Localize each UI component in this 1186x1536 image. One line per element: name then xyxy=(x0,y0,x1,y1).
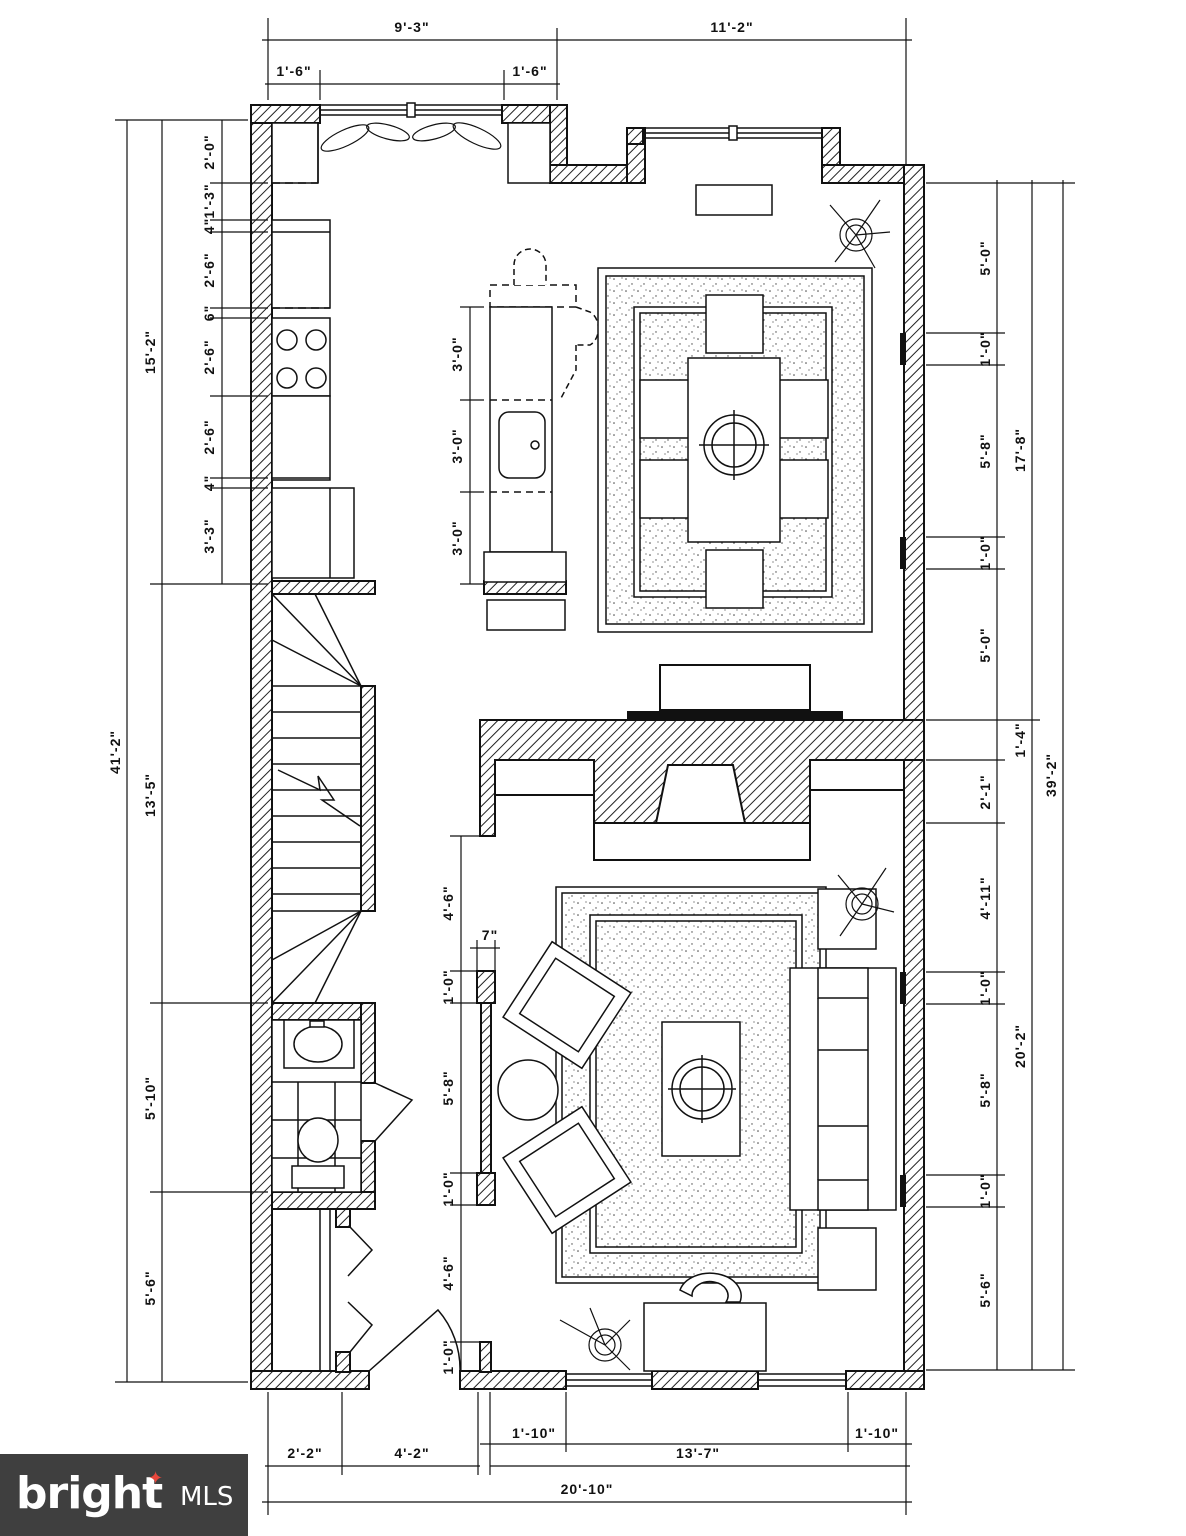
powder-room xyxy=(271,1019,414,1193)
dim-kitchen-5: 6" xyxy=(201,305,217,321)
dim-bottom-door: 4'-2" xyxy=(394,1445,429,1461)
front-windows xyxy=(565,1373,847,1387)
dim-kitchen-9: 3'-3" xyxy=(201,518,217,553)
dim-island-3: 3'-0" xyxy=(449,520,465,555)
dim-dining-2: 1'-0" xyxy=(977,331,993,366)
logo-suffix: MLS xyxy=(180,1482,234,1512)
living-room xyxy=(497,886,897,1372)
dim-right-living: 20'-2" xyxy=(1012,1024,1028,1068)
dim-right-dining: 17'-8" xyxy=(1012,428,1028,472)
dim-top-right: 11'-2" xyxy=(710,19,753,35)
dim-kitchen-7: 2'-6" xyxy=(201,419,217,454)
dim-left-front: 15'-2" xyxy=(142,330,158,374)
dim-left-overall: 41'-2" xyxy=(107,730,123,774)
dim-left-entry: 5'-6" xyxy=(142,1270,158,1305)
fireplace-chimney xyxy=(479,664,925,861)
dim-bottom-wall: 2'-2" xyxy=(287,1445,322,1461)
exterior-walls xyxy=(250,104,925,1390)
dim-living-1: 2'-1" xyxy=(977,774,993,809)
dim-living-left-3: 5'-8" xyxy=(440,1070,456,1105)
dim-top-window-left: 1'-6" xyxy=(276,63,311,79)
kitchen-island xyxy=(483,248,600,631)
dim-kitchen-1: 2'-0" xyxy=(201,134,217,169)
dim-kitchen-4: 2'-6" xyxy=(201,252,217,287)
dimension-labels: 9'-3" 11'-2" 1'-6" 1'-6" 41'-2" 15'-2" 1… xyxy=(107,19,1059,1497)
plants xyxy=(559,199,895,1371)
dim-pier-width: 7" xyxy=(482,927,498,943)
dim-bottom-window-left: 1'-10" xyxy=(512,1425,556,1441)
entry-doors xyxy=(319,1209,461,1372)
kitchen xyxy=(271,122,551,579)
dim-right-chimney: 1'-4" xyxy=(1012,722,1028,757)
side-windows xyxy=(900,333,906,1207)
dim-left-bath: 5'-10" xyxy=(142,1076,158,1120)
dim-living-left-5: 4'-6" xyxy=(440,1255,456,1290)
interior-walls xyxy=(271,580,567,1373)
dim-living-5: 1'-0" xyxy=(977,1173,993,1208)
dim-living-3: 1'-0" xyxy=(977,970,993,1005)
dining-room xyxy=(597,184,873,633)
dim-top-left: 9'-3" xyxy=(394,19,429,35)
dimension-lines xyxy=(115,18,1075,1515)
window-plants xyxy=(320,122,502,152)
dim-dining-5: 5'-0" xyxy=(977,627,993,662)
dim-living-2: 4'-11" xyxy=(977,876,993,919)
dim-living-left-4: 1'-0" xyxy=(440,1171,456,1206)
dim-dining-4: 1'-0" xyxy=(977,535,993,570)
dim-living-left-1: 4'-6" xyxy=(440,885,456,920)
dim-living-left-6: 1'-0" xyxy=(440,1339,456,1374)
dim-dining-1: 5'-0" xyxy=(977,240,993,275)
dim-living-4: 5'-8" xyxy=(977,1072,993,1107)
dim-kitchen-3: 4" xyxy=(201,218,217,234)
dim-kitchen-8: 4" xyxy=(201,475,217,491)
dim-bottom-window-right: 1'-10" xyxy=(855,1425,899,1441)
dim-left-stair: 13'-5" xyxy=(142,773,158,817)
logo-spark-icon: ✦ xyxy=(148,1468,164,1488)
dim-right-overall: 39'-2" xyxy=(1043,753,1059,797)
dim-kitchen-6: 2'-6" xyxy=(201,339,217,374)
dim-top-window-right: 1'-6" xyxy=(512,63,547,79)
dim-living-6: 5'-6" xyxy=(977,1272,993,1307)
dim-bottom-overall: 20'-10" xyxy=(561,1481,614,1497)
dim-dining-3: 5'-8" xyxy=(977,433,993,468)
dim-kitchen-2: 1'-3" xyxy=(201,183,217,218)
dim-island-2: 3'-0" xyxy=(449,428,465,463)
staircase xyxy=(271,593,362,1004)
dim-living-left-2: 1'-0" xyxy=(440,969,456,1004)
bay-window xyxy=(319,102,823,141)
logo-brand: bright xyxy=(16,1468,163,1519)
dim-bottom-middle: 13'-7" xyxy=(676,1445,720,1461)
dim-island-1: 3'-0" xyxy=(449,336,465,371)
bright-mls-logo: bright ✦ MLS xyxy=(0,1454,248,1536)
